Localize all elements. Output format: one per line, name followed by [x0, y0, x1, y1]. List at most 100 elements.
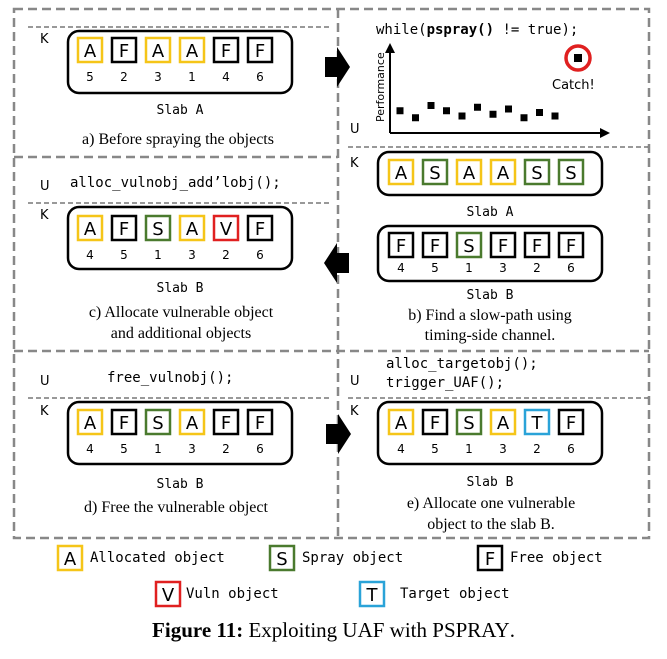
- slab-cell-letter: A: [84, 41, 97, 62]
- caption-e-line1: e) Allocate one vulnerable: [407, 495, 575, 512]
- ku-labels: K U K U K U K U K: [40, 32, 360, 419]
- catch-circle: [564, 44, 592, 72]
- slab-cell-letter: F: [119, 219, 129, 240]
- slab-cell-number: 4: [397, 261, 405, 275]
- slab-b-box-b: [376, 224, 604, 283]
- slab-cell-letter: S: [429, 163, 440, 184]
- slab-cell-allocated: [455, 158, 483, 186]
- slab-cell-letter: F: [498, 236, 508, 257]
- scatter-point: [412, 114, 419, 122]
- slab-cell-free: [421, 408, 449, 436]
- slab-cell-spray: [421, 158, 449, 186]
- legend-swatch: [56, 544, 84, 572]
- catch-label: Catch!: [552, 78, 595, 93]
- user-label-b: U: [350, 122, 360, 137]
- user-label-e: U: [350, 374, 360, 389]
- slab-cell-letter: F: [221, 413, 231, 434]
- slab-cell-letter: S: [463, 236, 474, 257]
- code-e-line1: alloc_targetobj();: [386, 356, 538, 372]
- slab-cell-number: 5: [120, 442, 128, 456]
- scatter-point: [474, 103, 481, 111]
- legend-swatch: [476, 544, 504, 572]
- slab-cell-letter: A: [497, 413, 510, 434]
- arrow-a-to-b: [325, 47, 350, 87]
- slab-cell-number: 4: [222, 70, 230, 84]
- slab-cell-free: [421, 231, 449, 259]
- slab-cell-vuln: [212, 214, 240, 242]
- slab-cell-number: 2: [533, 261, 541, 275]
- slab-cell-letter: F: [532, 236, 542, 257]
- slab-cell-letter: S: [565, 163, 576, 184]
- scatter-point: [536, 109, 543, 116]
- slab-b-box-e: [376, 400, 604, 466]
- panel-e: alloc_targetobj(); trigger_UAF(); A4F5S1…: [376, 356, 604, 533]
- slab-cell-number: 3: [154, 70, 162, 84]
- arrow-d-to-e: [326, 414, 351, 454]
- slab-cell-number: 6: [256, 248, 264, 262]
- ku-separators: [28, 26, 648, 399]
- slab-cell-free: [246, 408, 274, 436]
- slab-cell-allocated: [76, 214, 104, 242]
- slab-cell-free: [246, 214, 274, 242]
- legend-label: Spray object: [302, 550, 403, 566]
- legend-swatch: [268, 544, 296, 572]
- slab-cell-free: [523, 231, 551, 259]
- slab-cell-allocated: [387, 408, 415, 436]
- slab-cell-letter: F: [566, 236, 576, 257]
- panel-b: while(pspray() != true); Performance Cat…: [374, 22, 610, 344]
- slab-cell-letter: A: [186, 413, 199, 434]
- slab-cell-letter: A: [186, 219, 199, 240]
- slab-cell-number: 5: [120, 248, 128, 262]
- slab-b-label-b: Slab B: [467, 288, 514, 303]
- slab-cell-allocated: [178, 36, 206, 64]
- slab-cell-letter: A: [497, 163, 510, 184]
- caption-text: Exploiting UAF with P: [248, 618, 444, 642]
- slab-cell-number: 1: [465, 442, 473, 456]
- slab-a-label: Slab A: [157, 103, 204, 118]
- slab-cell-letter: A: [84, 219, 97, 240]
- slab-cell-free: [212, 408, 240, 436]
- slab-b-label-d: Slab B: [157, 477, 204, 492]
- slab-cell-allocated: [178, 408, 206, 436]
- slab-cell-free: [110, 36, 138, 64]
- slab-cell-number: 2: [533, 442, 541, 456]
- arrow-b-to-c: [324, 243, 349, 283]
- slab-cell-number: 4: [397, 442, 405, 456]
- legend-letter: F: [485, 549, 495, 570]
- flow-arrows: [324, 47, 351, 454]
- slab-cell-free: [212, 36, 240, 64]
- scatter-point: [520, 114, 528, 122]
- scatter-point: [458, 112, 466, 120]
- slab-cell-letter: A: [152, 41, 165, 62]
- slab-cell-free: [110, 408, 138, 436]
- slab-cell-target: [523, 408, 551, 436]
- legend-label: Vuln object: [186, 586, 279, 602]
- caption-b-line2: timing-side channel.: [425, 327, 556, 344]
- slab-b-label-c: Slab B: [157, 281, 204, 296]
- caption-d: d) Free the vulnerable object: [84, 499, 268, 516]
- slab-cell-allocated: [489, 158, 517, 186]
- slab-cell-letter: F: [221, 41, 231, 62]
- slab-cell-free: [489, 231, 517, 259]
- slab-cell-number: 1: [188, 70, 196, 84]
- code-d: free_vulnobj();: [107, 370, 233, 386]
- slab-cell-number: 2: [222, 248, 230, 262]
- caption-a: a) Before spraying the objects: [82, 131, 274, 148]
- slab-cell-letter: F: [119, 413, 129, 434]
- slab-cell-spray: [557, 158, 585, 186]
- slab-cell-free: [557, 231, 585, 259]
- slab-cell-letter: F: [430, 413, 440, 434]
- slab-cell-allocated: [144, 36, 172, 64]
- y-axis-arrow: [385, 43, 395, 53]
- slab-cell-letter: A: [463, 163, 476, 184]
- legend-label: Allocated object: [90, 550, 225, 566]
- slab-cell-number: 3: [188, 248, 196, 262]
- slab-a-box-b: [376, 150, 604, 197]
- slab-a-label-b: Slab A: [467, 205, 514, 220]
- slab-cell-letter: F: [255, 413, 265, 434]
